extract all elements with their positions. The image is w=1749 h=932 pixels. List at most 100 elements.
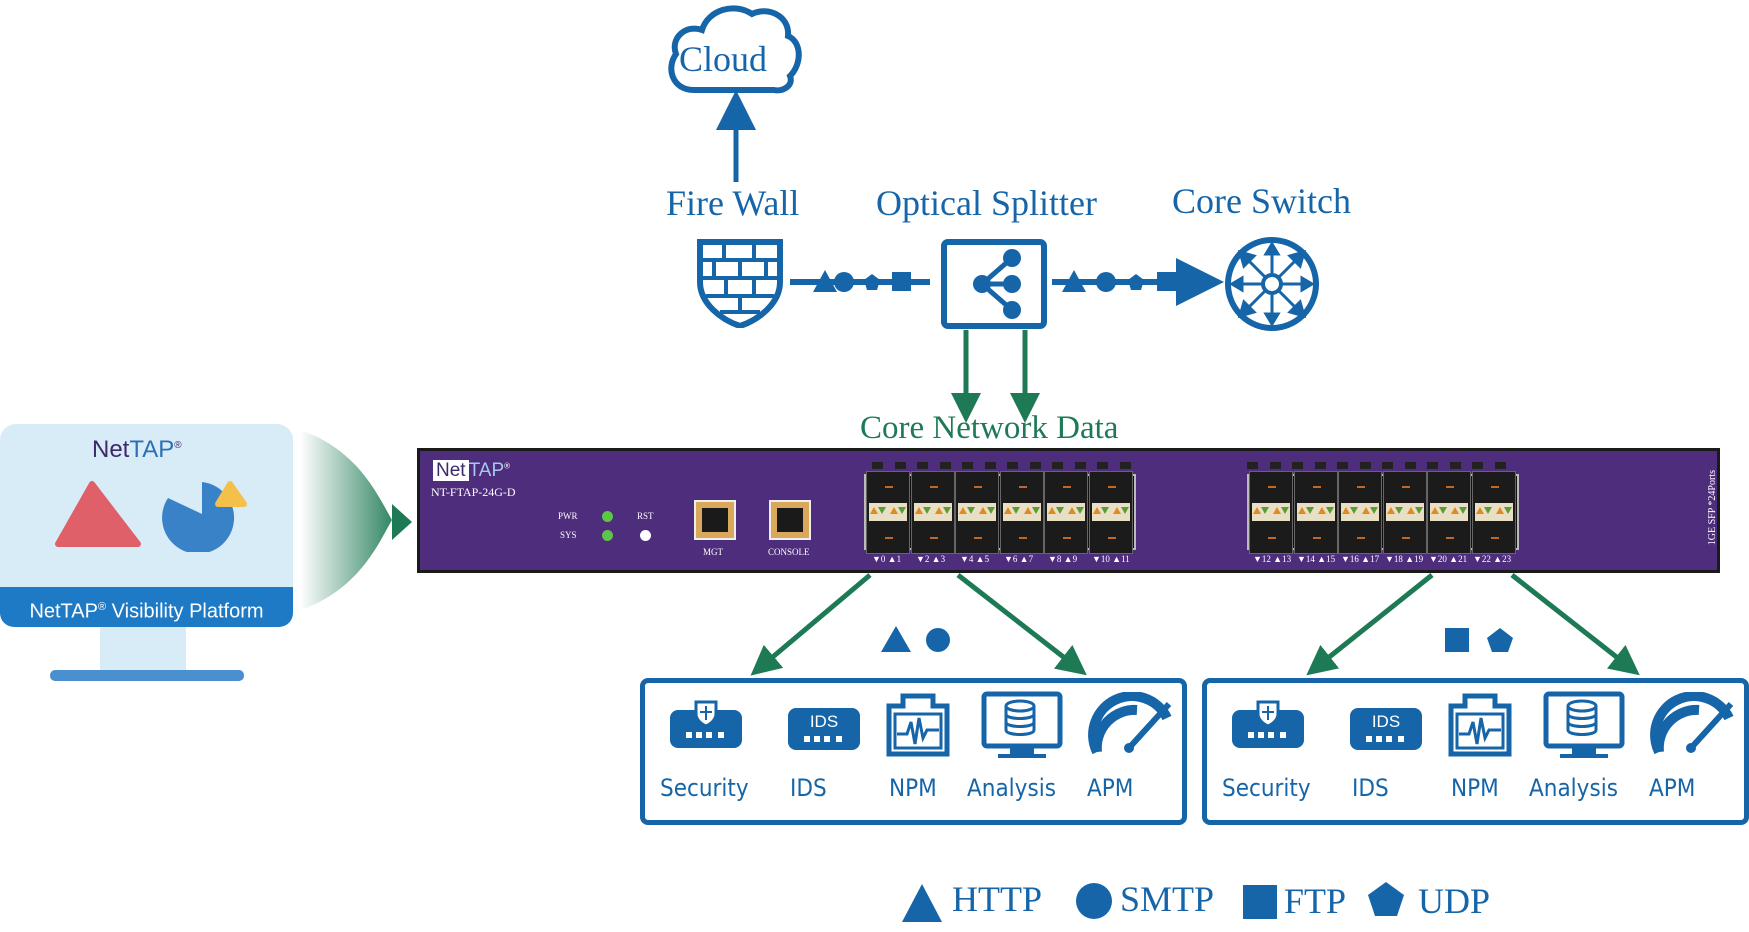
platform-label: NetTAP® Visibility Platform <box>0 587 293 627</box>
port-status-led <box>917 462 928 469</box>
device-model: NT-FTAP-24G-D <box>431 485 516 499</box>
console-port[interactable] <box>769 500 811 540</box>
platform-brand: NetTAP® <box>92 436 182 463</box>
right-tool-security-label: Security <box>1222 774 1311 802</box>
left-tool-security-label: Security <box>660 774 749 802</box>
firewall-shield-icon <box>697 239 783 328</box>
port-status-led <box>1097 462 1108 469</box>
right-sfp-port[interactable] <box>1382 471 1427 554</box>
rst-button[interactable] <box>640 530 651 541</box>
port-labels-right: ▼12 ▲13 ▼14 ▲15 ▼16 ▲17 ▼18 ▲19 ▼20 ▲21 … <box>1253 554 1512 564</box>
monitor-to-device-funnel <box>300 430 392 610</box>
left-sfp-port[interactable] <box>1044 471 1089 554</box>
port-status-led <box>1337 462 1348 469</box>
port-status-led <box>1427 462 1438 469</box>
left-tool-analysis-icon <box>980 690 1064 764</box>
left-sfp-port[interactable] <box>866 471 910 554</box>
port-status-led <box>894 462 906 469</box>
left-tool-ids-icon: IDS <box>784 698 864 762</box>
firewall-splitter-link <box>790 270 930 292</box>
port-status-led <box>1314 462 1326 469</box>
monitor-base <box>50 670 244 681</box>
device-to-left-tools-arrow-2 <box>956 573 1087 676</box>
port-status-led <box>1119 462 1131 469</box>
legend-ftp: FTP <box>1284 881 1347 921</box>
left-tool-npm-icon <box>883 692 953 762</box>
left-tool-npm-label: NPM <box>889 774 937 802</box>
port-status-led <box>1269 462 1281 469</box>
left-sfp-port[interactable] <box>999 471 1044 554</box>
device-to-left-tools-arrow-1 <box>750 573 872 676</box>
port-status-led <box>1359 462 1371 469</box>
splitter-switch-link <box>1052 258 1224 306</box>
legend-udp: UDP <box>1418 881 1491 921</box>
port-labels-left: ▼0 ▲1 ▼2 ▲3 ▼4 ▲5 ▼6 ▲7 ▼8 ▲9 ▼10 ▲11 <box>872 554 1130 564</box>
mgt-port[interactable] <box>694 500 736 540</box>
right-sfp-port[interactable] <box>1472 471 1516 554</box>
optical-splitter-icon <box>941 239 1047 329</box>
right-tool-npm-label: NPM <box>1451 774 1499 802</box>
legend-pentagon-icon <box>1368 882 1404 916</box>
right-sfp-port[interactable] <box>1427 471 1472 554</box>
tool-group-left <box>640 678 1187 825</box>
device-to-right-tools-arrow-1 <box>1306 573 1434 676</box>
sys-label: SYS <box>560 530 577 540</box>
platform-chart-icons <box>55 481 247 552</box>
left-sfp-port[interactable] <box>955 471 1000 554</box>
left-sfp-port[interactable] <box>1089 471 1133 554</box>
port-status-led <box>1382 462 1393 469</box>
right-tool-ids-label: IDS <box>1352 774 1389 802</box>
core-network-data-label: Core Network Data <box>860 410 1119 446</box>
legend-circle-icon <box>1076 883 1112 919</box>
port-status-led <box>1247 462 1258 469</box>
port-status-led <box>1029 462 1041 469</box>
port-status-led <box>872 462 883 469</box>
legend-triangle-icon <box>902 884 942 922</box>
port-status-led <box>1007 462 1018 469</box>
left-traffic-symbols <box>881 626 950 652</box>
port-status-led <box>1472 462 1483 469</box>
left-sfp-port[interactable] <box>910 471 955 554</box>
right-traffic-symbols <box>1445 628 1513 652</box>
right-tool-npm-icon <box>1445 692 1515 762</box>
pie-chart-icon <box>162 482 235 552</box>
right-tool-ids-icon: IDS <box>1346 698 1426 762</box>
port-status-led <box>984 462 996 469</box>
pwr-led <box>602 511 613 522</box>
port-status-led <box>962 462 973 469</box>
right-tool-analysis-label: Analysis <box>1529 774 1618 802</box>
port-status-led <box>1449 462 1461 469</box>
right-tool-apm-icon <box>1649 691 1739 762</box>
ids-icon-text: IDS <box>810 712 838 731</box>
left-tool-apm-label: APM <box>1087 774 1134 802</box>
left-tool-apm-icon <box>1087 691 1177 762</box>
left-tool-analysis-label: Analysis <box>967 774 1056 802</box>
ids-icon-text: IDS <box>1372 712 1400 731</box>
device-side-label: 1GE SFP *24Ports <box>1707 470 1718 546</box>
port-status-led <box>1404 462 1416 469</box>
port-status-led <box>1494 462 1506 469</box>
port-status-led <box>939 462 951 469</box>
port-status-led <box>1074 462 1086 469</box>
monitor-stand <box>100 627 186 670</box>
right-tool-apm-label: APM <box>1649 774 1696 802</box>
legend-http: HTTP <box>952 879 1042 919</box>
triangle-chart-icon <box>55 481 141 547</box>
right-sfp-port[interactable] <box>1249 471 1293 554</box>
cloud-label: Cloud <box>679 39 768 79</box>
rst-label: RST <box>637 511 654 521</box>
pwr-label: PWR <box>558 511 578 521</box>
right-sfp-port[interactable] <box>1293 471 1338 554</box>
core-switch-label: Core Switch <box>1172 181 1351 221</box>
console-label: CONSOLE <box>768 547 810 557</box>
legend-square-icon <box>1243 885 1277 919</box>
cloud-icon <box>668 5 802 94</box>
core-switch-icon <box>1225 237 1319 331</box>
legend-smtp: SMTP <box>1120 879 1215 919</box>
port-status-led <box>1052 462 1063 469</box>
right-sfp-port[interactable] <box>1338 471 1383 554</box>
right-tool-security-icon <box>1228 696 1308 760</box>
firewall-label: Fire Wall <box>666 183 800 223</box>
